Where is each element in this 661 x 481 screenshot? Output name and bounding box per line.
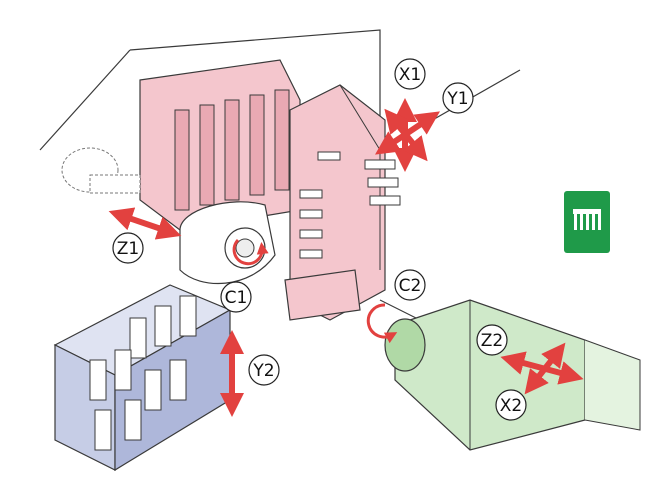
svg-text:C2: C2 <box>399 276 422 296</box>
lower-tool-block <box>53 284 232 472</box>
rotation-arrows <box>232 238 398 344</box>
x1y1-diag <box>384 108 428 162</box>
svg-text:X1: X1 <box>399 65 421 85</box>
sub-spindle <box>384 299 641 451</box>
z1-arrow <box>108 207 182 240</box>
label-c2: C2 <box>394 269 426 301</box>
label-z2: Z2 <box>476 324 508 356</box>
svg-text:Z1: Z1 <box>117 239 139 259</box>
svg-text:Z2: Z2 <box>481 331 503 351</box>
upper-tool-post <box>139 59 301 231</box>
x2-arrow <box>524 342 566 395</box>
comb-icon <box>573 209 601 230</box>
axis-arrows <box>108 98 584 417</box>
label-y1: Y1 <box>442 82 474 114</box>
label-y2: Y2 <box>248 354 280 386</box>
upper-turret <box>284 84 401 321</box>
svg-text:Y2: Y2 <box>252 361 274 381</box>
label-x2: X2 <box>495 389 527 421</box>
c2-rotation-arrow <box>366 303 398 344</box>
c1-rotation-arrow <box>232 238 269 266</box>
label-x1: X1 <box>394 58 426 90</box>
side-tab[interactable] <box>564 191 610 253</box>
svg-text:C1: C1 <box>225 288 248 308</box>
svg-text:X2: X2 <box>500 396 522 416</box>
svg-text:Y1: Y1 <box>446 89 468 109</box>
label-c1: C1 <box>220 281 252 313</box>
label-z1: Z1 <box>112 232 144 264</box>
